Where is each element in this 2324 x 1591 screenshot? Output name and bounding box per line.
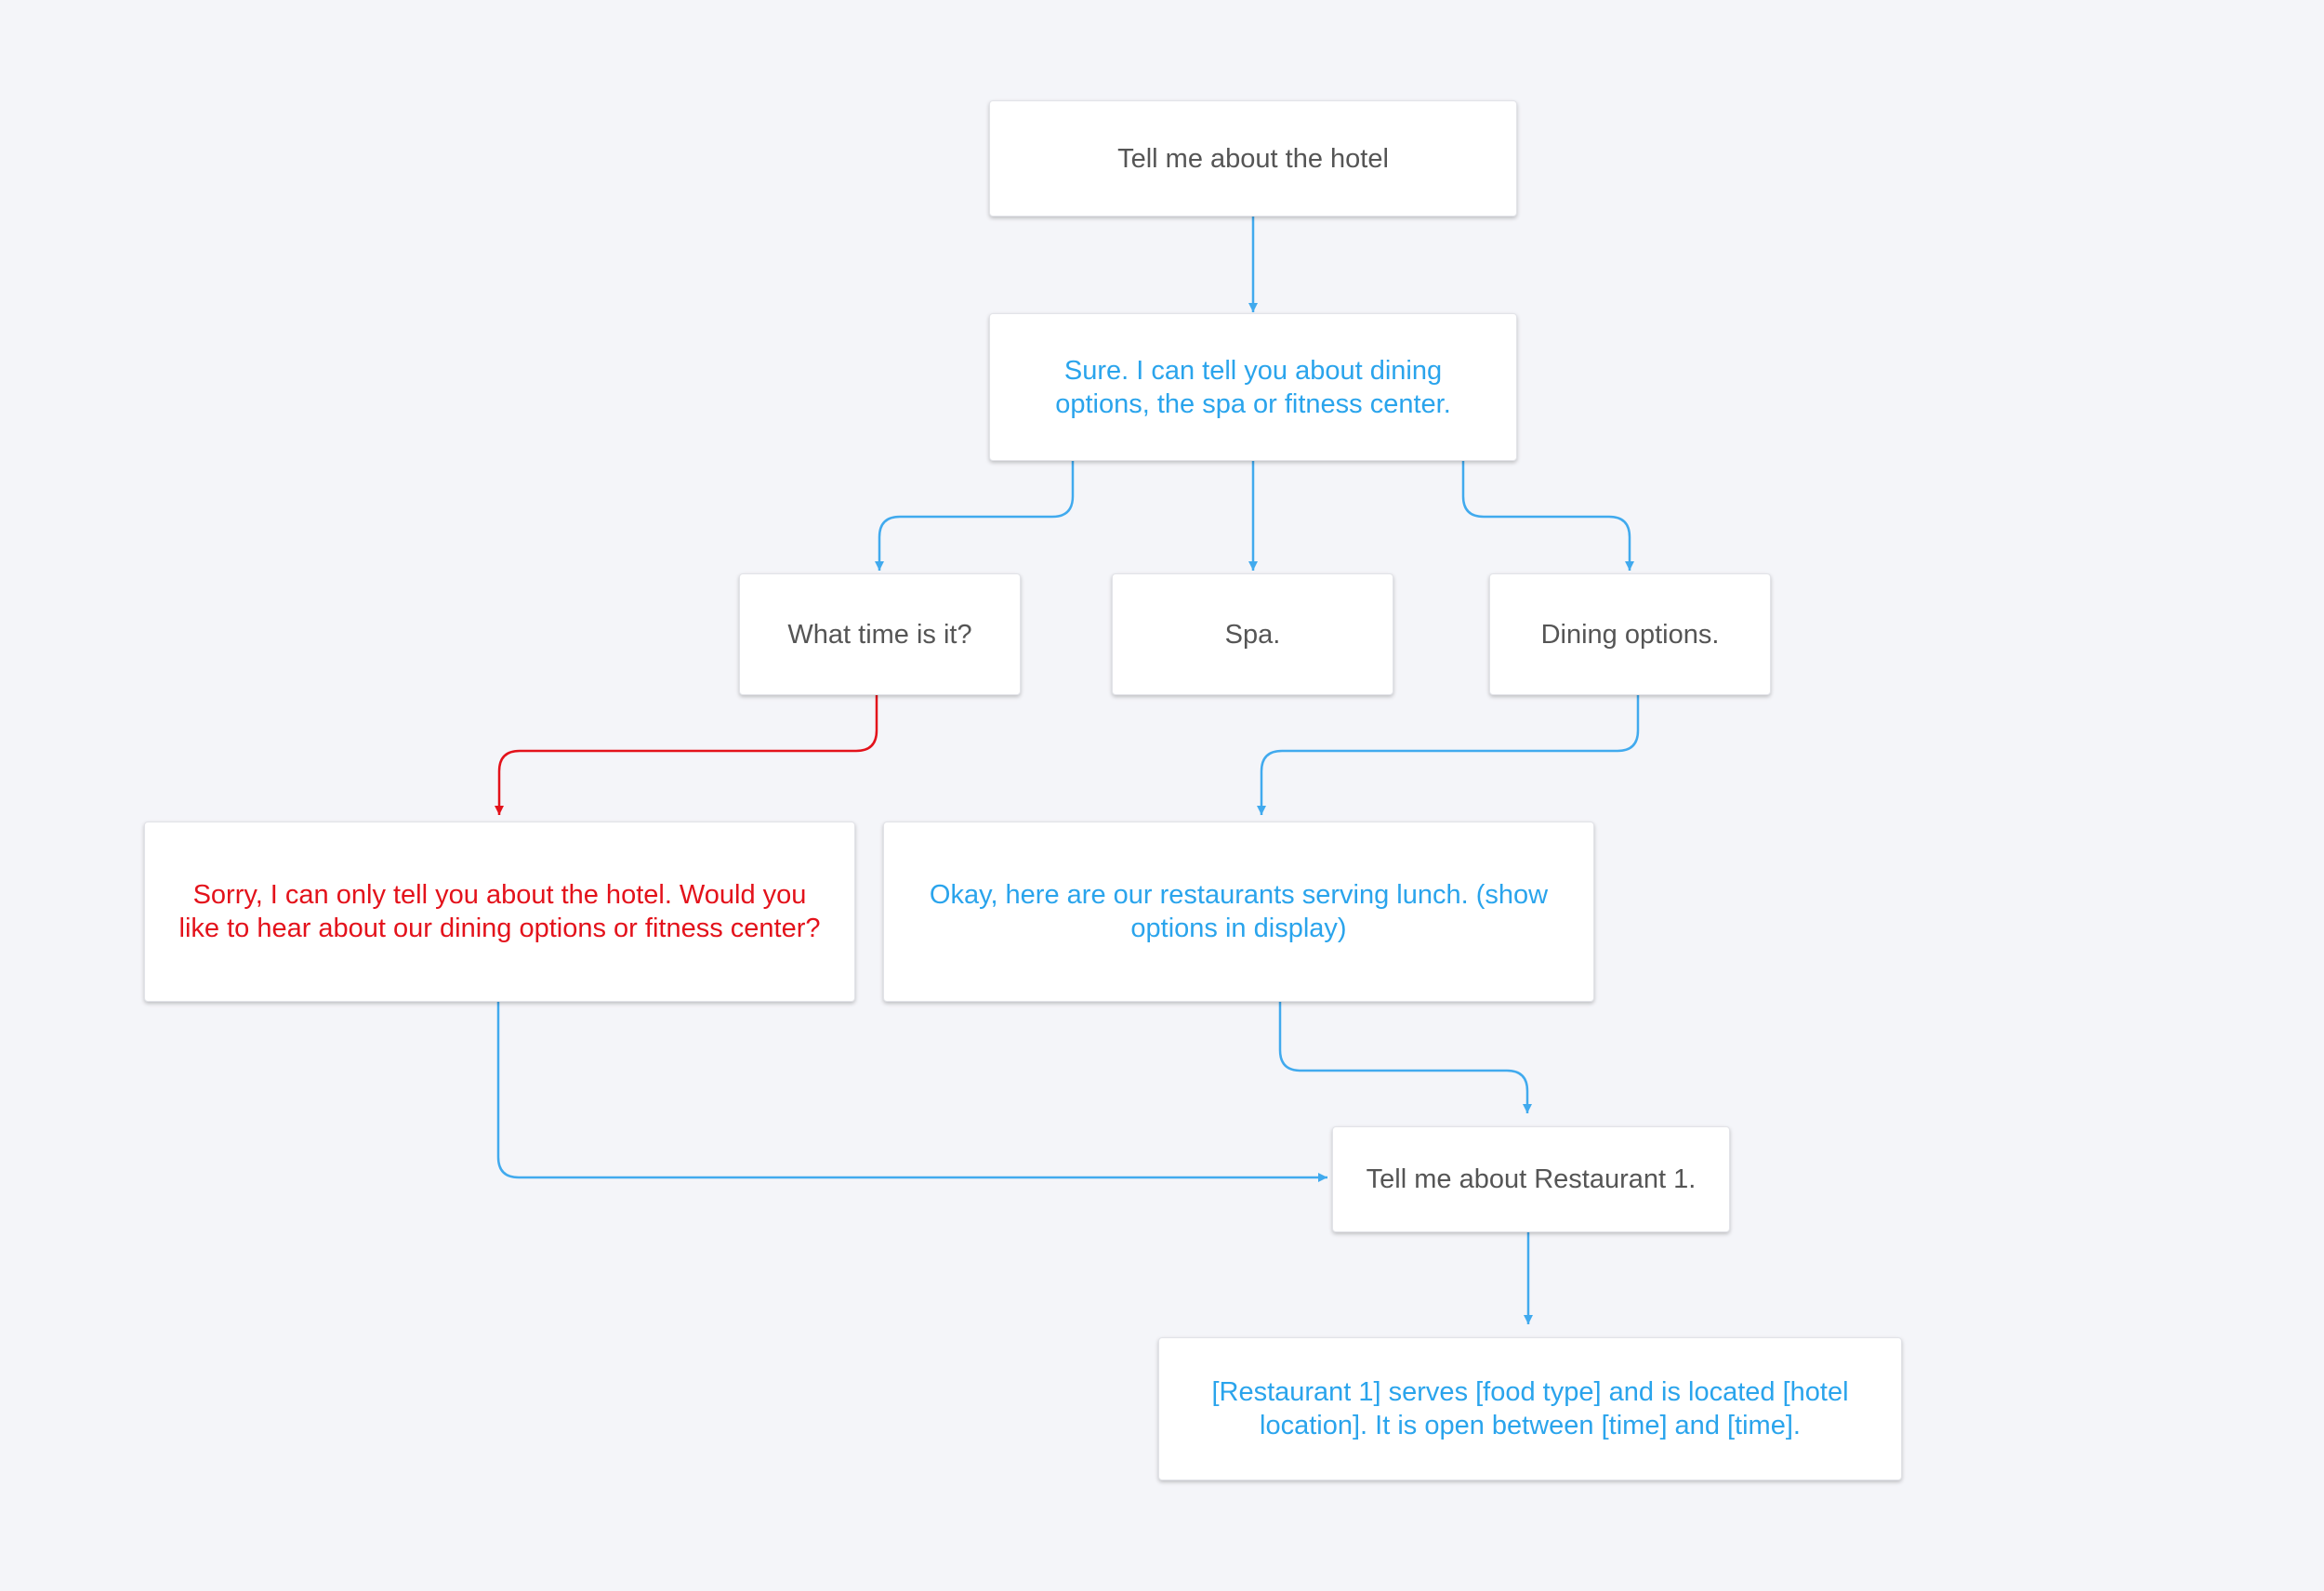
node-error-reply-text: Sorry, I can only tell you about the hot… bbox=[178, 880, 821, 943]
node-hotel-answer[interactable]: Sure. I can tell you about dining option… bbox=[989, 313, 1517, 461]
connector-restaurants-to-restaurant-question bbox=[1278, 1002, 1532, 1113]
node-spa-choice-text: Spa. bbox=[1224, 619, 1281, 650]
node-hotel-answer-text: Sure. I can tell you about dining option… bbox=[1055, 355, 1451, 419]
node-error-reply[interactable]: Sorry, I can only tell you about the hot… bbox=[144, 822, 855, 1002]
node-restaurant-answer[interactable]: [Restaurant 1] serves [food type] and is… bbox=[1158, 1337, 1902, 1480]
connector-error-to-restaurant-question bbox=[496, 1002, 1327, 1182]
node-spa-choice[interactable]: Spa. bbox=[1112, 573, 1393, 695]
node-restaurant-question-text: Tell me about Restaurant 1. bbox=[1366, 1164, 1697, 1194]
node-restaurant-question[interactable]: Tell me about Restaurant 1. bbox=[1332, 1126, 1730, 1232]
node-time-question[interactable]: What time is it? bbox=[739, 573, 1021, 695]
node-dining-choice[interactable]: Dining options. bbox=[1489, 573, 1771, 695]
connector-answer-to-time-question bbox=[875, 461, 1075, 571]
node-time-question-text: What time is it? bbox=[787, 619, 972, 650]
connector-answer-to-dining bbox=[1461, 461, 1634, 571]
node-hotel-question[interactable]: Tell me about the hotel bbox=[989, 100, 1517, 217]
connector-time-question-to-error bbox=[495, 695, 878, 815]
node-restaurants-reply[interactable]: Okay, here are our restaurants serving l… bbox=[883, 822, 1594, 1002]
node-hotel-question-text: Tell me about the hotel bbox=[1117, 143, 1389, 174]
node-dining-choice-text: Dining options. bbox=[1540, 619, 1720, 650]
connector-dining-to-restaurants bbox=[1257, 695, 1640, 815]
node-restaurants-reply-text: Okay, here are our restaurants serving l… bbox=[929, 880, 1549, 943]
node-restaurant-answer-text: [Restaurant 1] serves [food type] and is… bbox=[1211, 1377, 1849, 1440]
